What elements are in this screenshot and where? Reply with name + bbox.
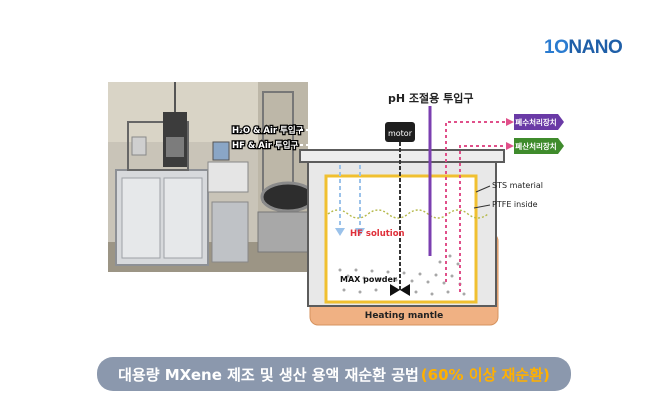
motor-label: motor [388, 129, 413, 138]
photo-label-h2o-air-bg: H₂O & Air 투입구 [232, 125, 304, 136]
max-powder-label: MAX powder [340, 275, 397, 284]
outlet-arrow-2 [506, 142, 514, 150]
sts-material-label: STS material [492, 181, 543, 190]
motor [385, 122, 415, 142]
impeller-right [400, 284, 410, 296]
waste-acid-tag [514, 138, 564, 154]
liquid-surface [327, 209, 489, 219]
logo-part-a: 1O [544, 37, 569, 58]
waste-water-label: 폐수처리장치 [515, 117, 556, 127]
waste-water-tag [514, 114, 564, 130]
equipment-photo-drawing [108, 82, 308, 272]
logo-part-b: NANO [568, 37, 623, 58]
hf-solution-label: HF solution [350, 229, 405, 239]
ptfe-pointer [473, 204, 491, 209]
ptfe-inside-label: PTFE inside [492, 200, 538, 209]
caption-bar: 대용량 MXene 제조 및 생산 용액 재순환 공법(60% 이상 재순환) [97, 357, 571, 391]
inlet-hf-arrow [355, 228, 365, 236]
inlet-h2o-arrow [335, 228, 345, 236]
impeller-left [390, 284, 400, 296]
caption-highlight: (60% 이상 재순환) [420, 365, 550, 384]
ph-inlet-label: pH 조절용 투입구 [388, 92, 473, 105]
heating-mantle-label: Heating mantle [365, 311, 443, 321]
outlet-pipe-2 [459, 145, 510, 292]
equipment-photo [108, 82, 308, 272]
waste-acid-label: 폐산처리장치 [515, 141, 556, 151]
photo-label-hf-air: HF & Air 투입구 [232, 140, 299, 151]
sts-pointer [475, 185, 491, 193]
outlet-arrow-1 [506, 118, 514, 126]
company-logo: 1ONANO [544, 37, 623, 59]
vessel-lid [299, 149, 505, 163]
caption-main: 대용량 MXene 제조 및 생산 용액 재순환 공법 [118, 365, 419, 384]
pipe-h2o [300, 129, 341, 230]
